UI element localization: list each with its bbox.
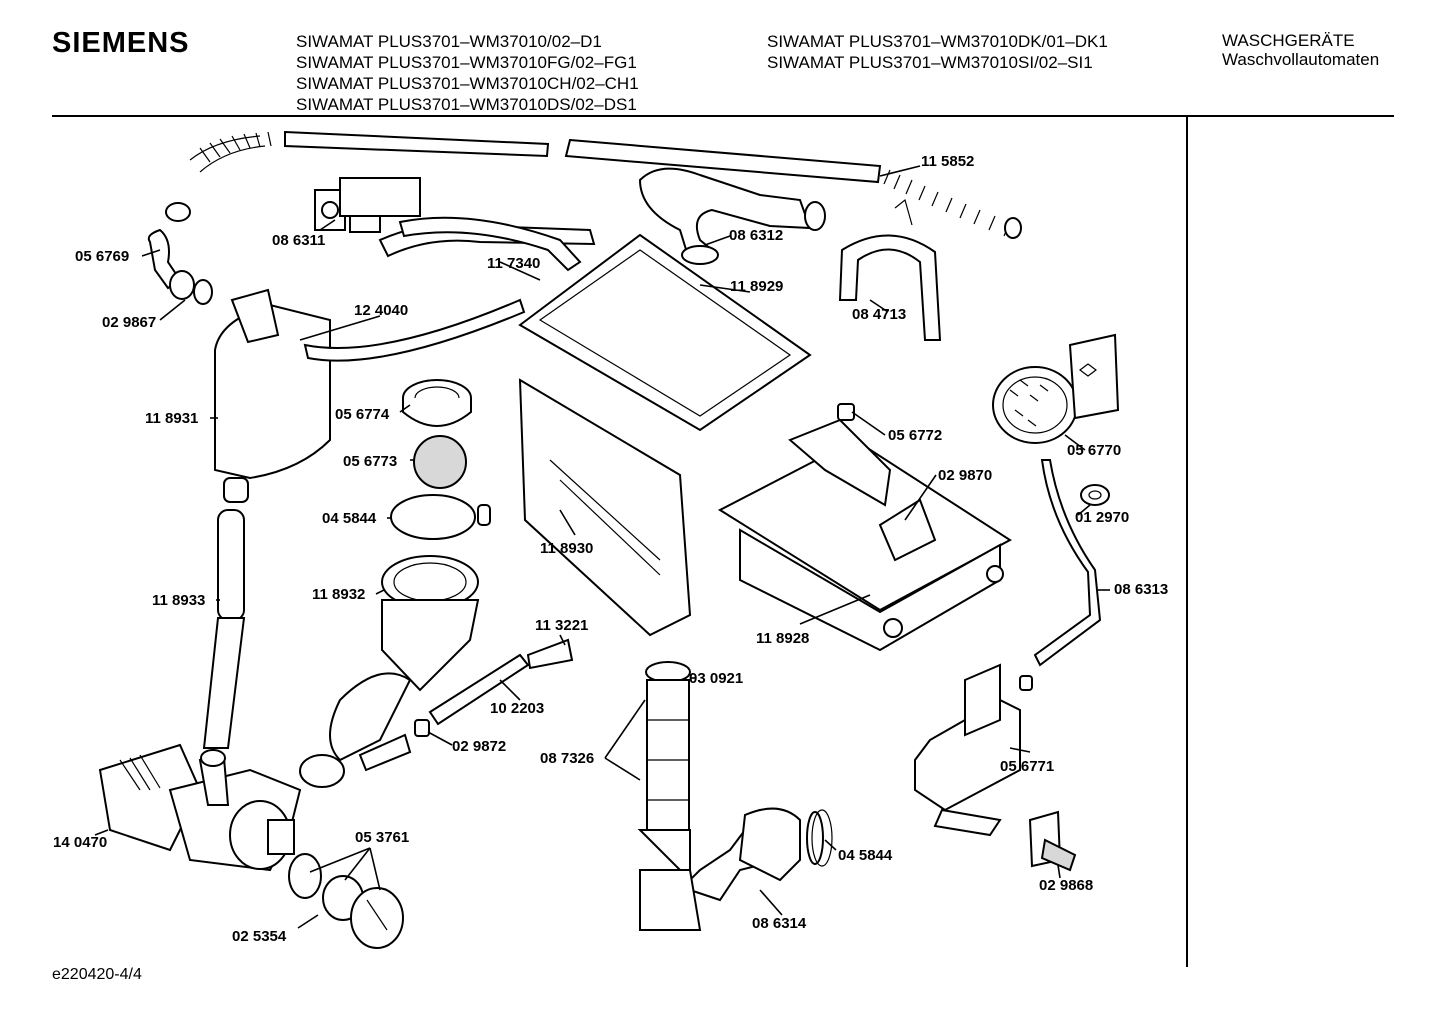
model-line: SIWAMAT PLUS3701–WM37010FG/02–FG1 (296, 53, 637, 72)
part-label-053761: 05 3761 (355, 829, 409, 846)
model-list-right: SIWAMAT PLUS3701–WM37010DK/01–DK1 SIWAMA… (767, 31, 1108, 73)
part-label-086313: 08 6313 (1114, 581, 1168, 598)
part-label-124040: 12 4040 (354, 302, 408, 319)
air-chamber-drawing (202, 288, 526, 749)
part-label-118932: 11 8932 (312, 586, 365, 603)
drawer-tray-drawing (717, 418, 1012, 652)
model-line: SIWAMAT PLUS3701–WM37010/02–D1 (296, 32, 602, 51)
part-label-087326: 08 7326 (540, 750, 594, 767)
part-label-029868: 02 9868 (1039, 877, 1093, 894)
part-label-030921: 03 0921 (689, 670, 743, 687)
model-line: SIWAMAT PLUS3701–WM37010CH/02–CH1 (296, 74, 639, 93)
part-label-118930: 11 8930 (540, 540, 593, 557)
part-label-115852: 11 5852 (921, 153, 974, 170)
part-label-084713: 08 4713 (852, 306, 906, 323)
drain-hose-lower-drawing (637, 661, 833, 931)
part-label-086314: 08 6314 (752, 915, 807, 932)
part-label-056773: 05 6773 (343, 453, 397, 470)
part-label-056774: 05 6774 (335, 406, 390, 423)
part-label-118928: 11 8928 (756, 630, 809, 647)
model-list-left: SIWAMAT PLUS3701–WM37010/02–D1 SIWAMAT P… (296, 31, 639, 115)
part-label-113221: 11 3221 (535, 617, 588, 634)
brand-logo: SIEMENS (52, 27, 190, 59)
model-line: SIWAMAT PLUS3701–WM37010DS/02–DS1 (296, 95, 637, 114)
model-line: SIWAMAT PLUS3701–WM37010DK/01–DK1 (767, 32, 1108, 51)
part-label-029872: 02 9872 (452, 738, 506, 755)
dispenser-housing-drawing (518, 233, 812, 637)
part-label-045844-a: 04 5844 (322, 510, 377, 527)
leader-lines (94, 165, 1110, 929)
category-title: WASCHGERÄTE (1222, 31, 1355, 50)
model-line: SIWAMAT PLUS3701–WM37010SI/02–SI1 (767, 53, 1093, 72)
part-labels: 11 5852 08 6311 11 7340 08 6312 05 6769 … (53, 153, 1168, 945)
part-label-056771: 05 6771 (1000, 758, 1054, 775)
part-label-117340: 11 7340 (487, 255, 540, 272)
part-label-029870: 02 9870 (938, 467, 992, 484)
part-label-118933: 11 8933 (152, 592, 205, 609)
document-id: e220420-4/4 (52, 966, 142, 983)
drain-hose-drawing (165, 130, 1022, 239)
bracket-drawing (838, 198, 942, 341)
column-divider (1186, 117, 1188, 967)
drain-pump-drawing (98, 743, 404, 949)
pressure-switch-drawing (992, 333, 1120, 667)
part-label-056772: 05 6772 (888, 427, 942, 444)
category-subtitle: Waschvollautomaten (1222, 50, 1380, 69)
level-chamber-drawing (914, 663, 1077, 872)
part-label-045844-b: 04 5844 (838, 847, 893, 864)
part-label-086312: 08 6312 (729, 227, 783, 244)
part-label-056769: 05 6769 (75, 248, 129, 265)
part-label-118931: 11 8931 (145, 410, 198, 427)
part-label-025354: 02 5354 (232, 928, 287, 945)
sump-hose-drawing (299, 555, 574, 788)
part-label-118929: 11 8929 (730, 278, 783, 295)
valve-drawing (314, 177, 596, 272)
hose-elbow-drawing (638, 167, 826, 265)
part-label-140470: 14 0470 (53, 834, 107, 851)
category-block: WASCHGERÄTE Waschvollautomaten (1222, 31, 1379, 69)
part-label-102203: 10 2203 (490, 700, 544, 717)
part-label-086311: 08 6311 (272, 232, 325, 249)
elbow-and-seal-drawing (147, 228, 213, 305)
valve-nut-drawing (837, 403, 1110, 506)
part-label-012970: 01 2970 (1075, 509, 1129, 526)
ball-valve-drawing (390, 379, 491, 540)
part-label-056770: 05 6770 (1067, 442, 1121, 459)
part-label-029867: 02 9867 (102, 314, 156, 331)
header-divider (52, 115, 1394, 117)
